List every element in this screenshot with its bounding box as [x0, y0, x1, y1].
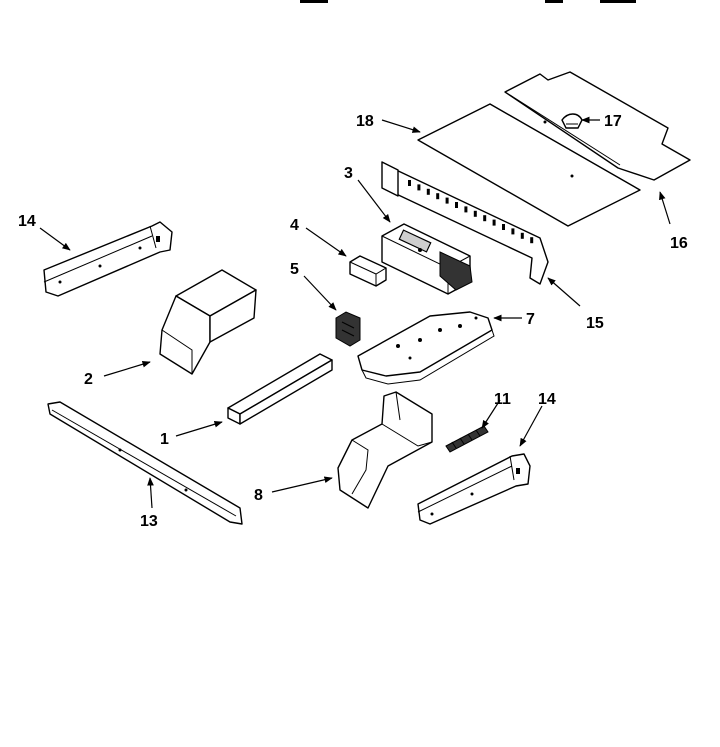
perforation-slot — [436, 193, 440, 200]
perforation-slot — [530, 237, 534, 244]
callout-16: 16 — [670, 235, 688, 252]
leader-lines — [39, 116, 671, 509]
callout-3: 3 — [344, 165, 353, 182]
callout-17: 17 — [604, 113, 622, 130]
perforation-slot — [464, 206, 468, 213]
part-1-bar — [227, 353, 333, 425]
part-4-block — [349, 255, 387, 287]
perforation-slot — [520, 232, 524, 239]
part-13-rail — [47, 401, 243, 525]
part-11-terminal-strip — [445, 425, 489, 453]
part-14-right-bracket — [417, 453, 531, 525]
callout-4: 4 — [290, 217, 299, 234]
perforation-slot — [445, 197, 449, 204]
perforation-slot — [417, 184, 421, 191]
callout-1: 1 — [160, 431, 169, 448]
perforation-slot — [511, 228, 515, 235]
part-16-top-panel — [504, 71, 691, 181]
callout-labels: 18 17 16 3 4 5 15 7 14 2 1 11 14 13 8 — [18, 113, 688, 530]
part-15-bracket — [381, 161, 549, 285]
callout-14-right: 14 — [538, 391, 556, 408]
perforation-slot — [426, 188, 430, 195]
perforation-slot — [483, 215, 487, 222]
clipped-header-marks — [300, 0, 636, 3]
bracket-perforations — [408, 180, 534, 244]
part-17-clip — [561, 113, 583, 129]
perforation-slot — [455, 202, 458, 208]
callout-11: 11 — [494, 391, 511, 408]
perforation-slot — [408, 180, 411, 186]
perforation-slot — [492, 219, 496, 226]
part-18-sheet — [417, 103, 641, 227]
perforation-slot — [473, 210, 477, 217]
callout-15: 15 — [586, 315, 604, 332]
part-5-switch — [335, 311, 361, 347]
part-8-housing — [337, 391, 433, 509]
callout-18: 18 — [356, 113, 374, 130]
callout-13: 13 — [140, 513, 158, 530]
callout-7: 7 — [526, 311, 535, 328]
callout-2: 2 — [84, 371, 93, 388]
part-3-module — [381, 223, 473, 295]
callout-5: 5 — [290, 261, 299, 278]
callout-8: 8 — [254, 487, 263, 504]
perforation-slot — [502, 224, 505, 230]
part-14-left-bracket — [43, 221, 173, 297]
part-7-plate — [357, 311, 495, 385]
callout-14-left: 14 — [18, 213, 36, 230]
part-2-duct — [159, 269, 257, 375]
